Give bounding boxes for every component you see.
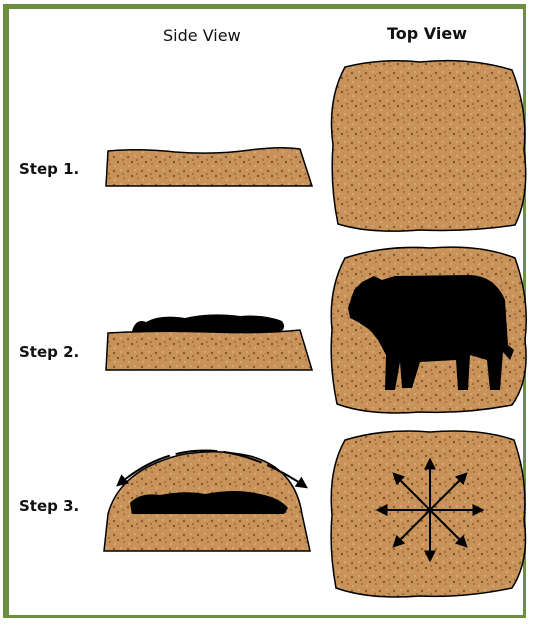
step-3-top-pile (331, 431, 525, 597)
step-1-side-pile (106, 148, 312, 186)
step-3-spread-arrows (378, 460, 482, 560)
step-2-side-pile (106, 330, 312, 370)
step-2-side-carcass (132, 314, 284, 332)
step-1-top-pile (332, 61, 526, 232)
